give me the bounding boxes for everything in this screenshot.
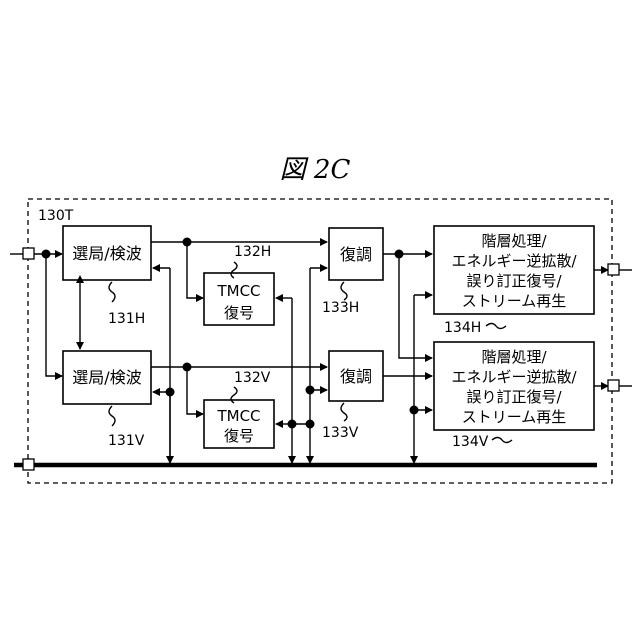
ref-133v-leader — [341, 403, 347, 421]
ref-133v: 133V — [322, 425, 359, 441]
proc-h-line2: エネルギー逆拡散/ — [451, 252, 577, 270]
proc-v-line1: 階層処理/ — [481, 348, 547, 366]
tmcc-h-line1: TMCC — [216, 282, 260, 300]
ref-131h: 131H — [108, 311, 145, 327]
proc-h-line3: 誤り訂正復号/ — [466, 272, 562, 290]
input-to-tuner-v — [46, 254, 62, 376]
tuner-v-to-tmcc-v — [187, 367, 203, 414]
ref-134v-leader — [492, 438, 512, 443]
tmcc-v-line1: TMCC — [216, 407, 260, 425]
ref-131v-leader — [109, 406, 115, 426]
ref-133h: 133H — [322, 300, 359, 316]
ref-131v: 131V — [108, 433, 145, 449]
proc-v-line3: 誤り訂正復号/ — [466, 388, 562, 406]
proc-v-line4: ストリーム再生 — [462, 408, 567, 426]
ref-132h: 132H — [234, 244, 271, 260]
proc-v-line2: エネルギー逆拡散/ — [451, 368, 577, 386]
ref-131h-leader — [109, 282, 115, 302]
outer-label: 130T — [38, 208, 74, 224]
ref-134h-leader — [486, 324, 506, 329]
figure-title: 図 2C — [280, 155, 351, 185]
bus-port — [23, 459, 34, 470]
ref-133h-leader — [341, 282, 347, 300]
ref-134v: 134V — [452, 434, 489, 450]
demod-h-label: 復調 — [340, 245, 372, 264]
tmcc-h-line2: 復号 — [224, 304, 254, 322]
demod-v-label: 復調 — [340, 367, 372, 386]
tuner-h-to-tmcc-h — [187, 242, 203, 298]
tmcc-v-line2: 復号 — [224, 427, 254, 445]
ref-132v: 132V — [234, 370, 271, 386]
proc-h-line1: 階層処理/ — [481, 232, 547, 250]
tuner-v-label: 選局/検波 — [72, 368, 141, 387]
tuner-h-label: 選局/検波 — [72, 244, 141, 263]
ref-134h: 134H — [444, 320, 481, 336]
output-h-port — [608, 264, 619, 275]
demod-h-to-proc-v — [399, 254, 432, 358]
proc-h-line4: ストリーム再生 — [462, 292, 567, 310]
input-port — [23, 248, 34, 259]
output-v-port — [608, 380, 619, 391]
